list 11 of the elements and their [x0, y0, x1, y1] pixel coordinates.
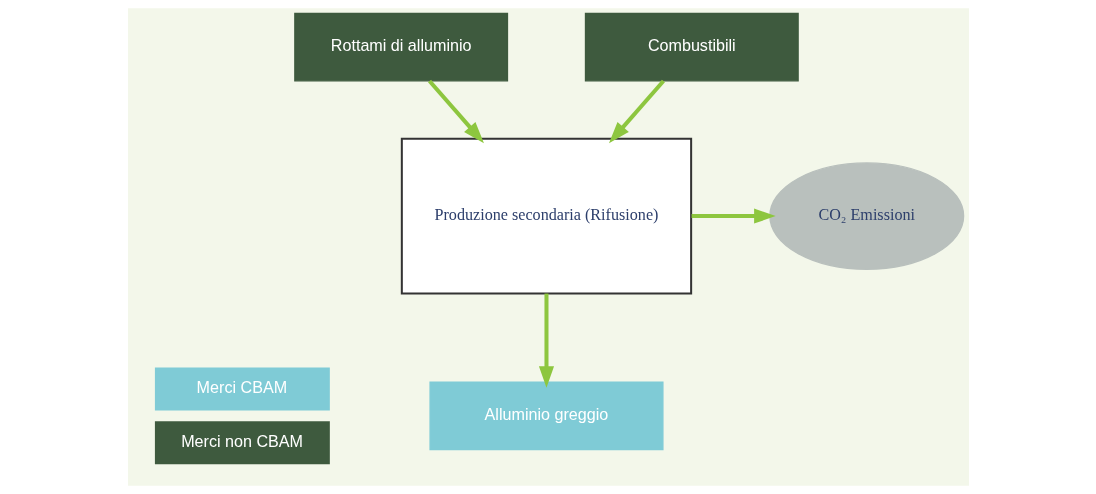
node-ellipse: CO₂ Emissioni [768, 162, 964, 270]
node-box: Rottami di alluminio [293, 12, 508, 82]
arrow [427, 79, 484, 144]
node-box: Produzione secondaria (Rifusione) [400, 137, 692, 295]
node-box: Combustibili [584, 12, 799, 82]
legend-label: Merci non CBAM [180, 431, 303, 450]
arrow [608, 79, 665, 144]
arrow [538, 293, 554, 388]
arrow [691, 208, 776, 224]
legend-label: Merci CBAM [196, 378, 287, 397]
node-box: Alluminio greggio [428, 381, 664, 451]
